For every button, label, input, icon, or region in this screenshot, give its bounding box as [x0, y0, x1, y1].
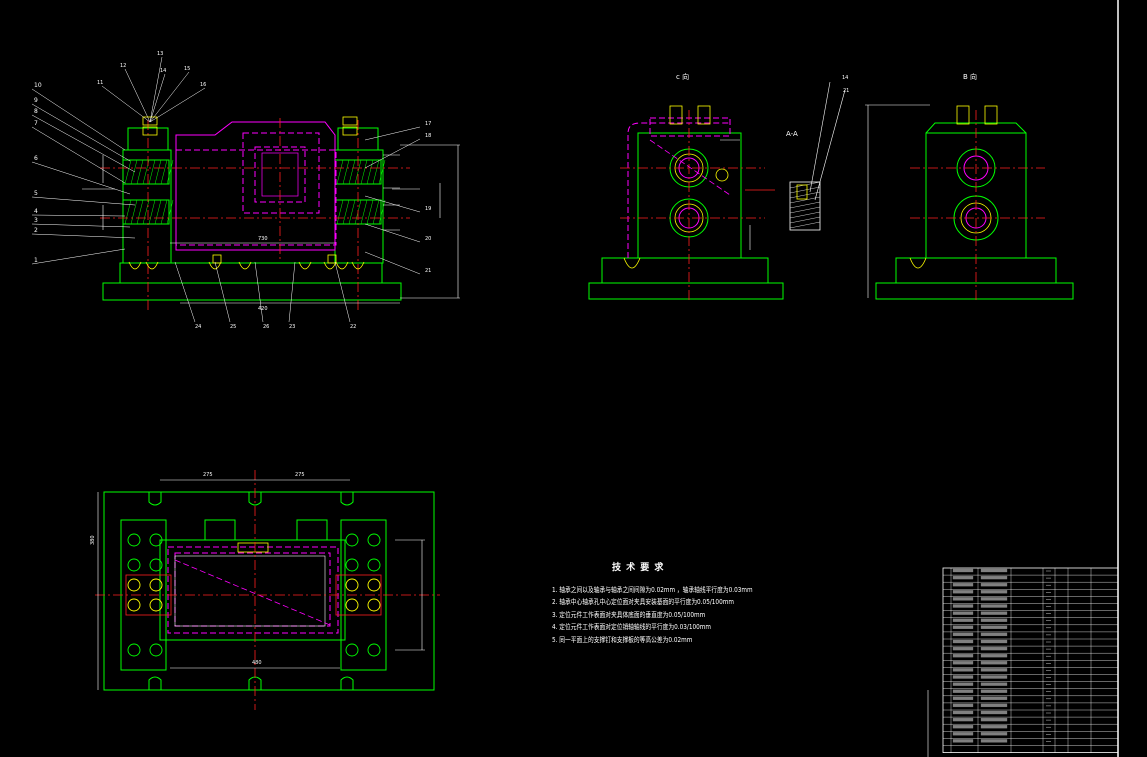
plan-view: 275 275 380 480	[90, 470, 440, 710]
dim-bottom-span: 420	[258, 306, 268, 312]
parts-list-table	[927, 567, 1119, 757]
dim-plan-right: 275	[295, 472, 305, 478]
tech-requirement-3: 3. 定位元件工作表面对夹具体底面的垂直度为0.05/100mm	[552, 611, 706, 619]
callout-top-11: 11	[97, 80, 103, 86]
callout-section-14: 14	[842, 75, 848, 81]
callout-bottom-26: 26	[263, 324, 269, 330]
callout-left-8: 8	[34, 108, 38, 115]
callout-left-2: 2	[34, 227, 38, 234]
dim-plan-left: 275	[203, 472, 213, 478]
callout-left-7: 7	[34, 120, 38, 127]
callout-section-21: 21	[843, 88, 849, 94]
tech-requirement-2: 2. 轴承中心轴承孔中心定位面对夹具安装基面的平行度为0.05/100mm	[552, 598, 734, 606]
callout-left-6: 6	[34, 155, 38, 162]
callout-left-5: 5	[34, 190, 38, 197]
tech-requirement-5: 5. 同一平面上的支撑钉和支撑板的等高公差为0.02mm	[552, 636, 693, 644]
callout-top-13: 13	[157, 51, 163, 57]
callout-bottom-24: 24	[195, 324, 201, 330]
view-label-section: A-A	[786, 130, 798, 138]
callout-right-21: 21	[425, 268, 431, 274]
callout-right-18: 18	[425, 133, 431, 139]
view-label-c: c 向	[676, 72, 689, 81]
dim-plan-bottom: 480	[252, 660, 262, 666]
tech-requirement-1: 1. 轴承之间以及轴承与轴承之间间隙为0.02mm ，轴承轴线平行度为0.03m…	[552, 586, 753, 594]
callout-left-4: 4	[34, 208, 38, 215]
callout-bottom-23: 23	[289, 324, 295, 330]
dim-plan-height: 380	[90, 535, 96, 545]
dim-top-span: 730	[258, 236, 268, 242]
view-label-b: B 向	[963, 72, 977, 81]
callout-top-14: 14	[160, 68, 166, 74]
callout-bottom-22: 22	[350, 324, 356, 330]
callout-left-1: 1	[34, 257, 38, 264]
callout-top-12: 12	[120, 63, 126, 69]
side-view-c: c 向	[588, 72, 784, 300]
callout-right-17: 17	[425, 121, 431, 127]
callout-right-20: 20	[425, 236, 431, 242]
callout-bottom-25: 25	[230, 324, 236, 330]
callout-right-19: 19	[425, 206, 431, 212]
callout-left-9: 9	[34, 97, 38, 104]
side-view-b: B 向	[865, 72, 1074, 300]
section-a-a: A-A 14 21	[786, 75, 849, 231]
callout-top-15: 15	[184, 66, 190, 72]
callout-left-3: 3	[34, 217, 38, 224]
tech-requirement-4: 4. 定位元件工作表面对定位销轴轴线的平行度为0.03/100mm	[552, 623, 711, 631]
callout-left-10: 10	[34, 82, 42, 89]
tech-requirements-title: 技 术 要 求	[612, 563, 665, 573]
callout-top-16: 16	[200, 82, 206, 88]
